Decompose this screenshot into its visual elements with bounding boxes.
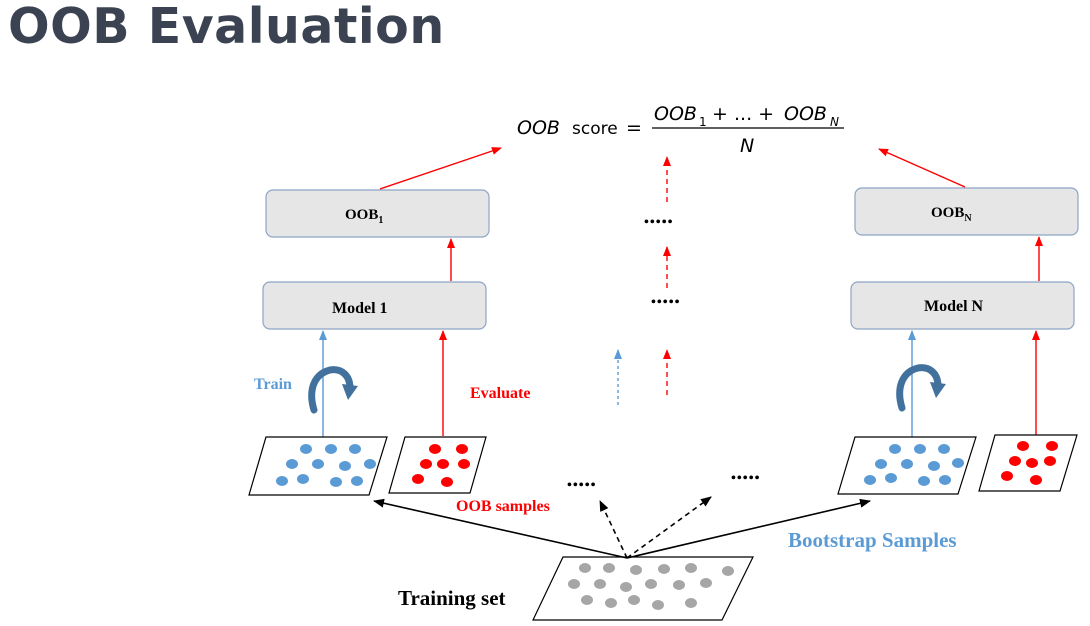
oob-score-formula: OOB score = OOB 1 + ... + OOB N N — [517, 103, 844, 157]
oob-box-right-sub: N — [964, 213, 972, 224]
formula-oob-label: OOB — [517, 117, 560, 139]
ellipsis-samples-right: ••••• — [731, 471, 761, 486]
oob-box-right: OOBN — [854, 187, 1079, 236]
oob-sample-right — [978, 434, 1078, 492]
training-set-sample — [532, 556, 754, 621]
oob-box-left-label: OOB — [345, 207, 378, 223]
arrow-to-bootstrap-left — [373, 498, 628, 559]
formula-score-word: score — [572, 119, 618, 139]
oob-samples-label: OOB samples — [456, 498, 550, 515]
ellipsis-oob-row: ••••• — [644, 215, 674, 230]
page-title: OOB Evaluation — [8, 0, 445, 55]
ellipsis-samples-left: ••••• — [567, 478, 597, 493]
formula-numerator-sub1: 1 — [699, 115, 707, 129]
dashed-arrow-left — [599, 500, 628, 559]
formula-numerator-oobn: OOB — [784, 103, 827, 125]
oob-box-left: OOB1 — [265, 189, 490, 238]
arrow-oob1-to-score — [379, 147, 502, 190]
oob-box-left-sub: 1 — [378, 215, 383, 226]
middle-dashed-arrows — [614, 156, 671, 405]
evaluation-arrows — [379, 147, 1043, 436]
bootstrap-samples-label: Bootstrap Samples — [788, 528, 957, 552]
model-box-left: Model 1 — [262, 281, 487, 330]
rotate-arrow-icon — [308, 366, 358, 414]
svg-text:OOBN: OOBN — [931, 205, 972, 224]
formula-numerator-subn: N — [830, 115, 839, 129]
svg-text:OOB1: OOB1 — [345, 207, 383, 226]
model-box-right-label: Model N — [924, 298, 984, 315]
formula-numerator-oob1: OOB — [654, 103, 697, 125]
evaluate-label: Evaluate — [470, 385, 530, 402]
train-label: Train — [254, 376, 292, 393]
formula-equals: = — [626, 117, 642, 139]
arrow-to-bootstrap-right — [626, 498, 871, 559]
ellipsis-model-row: ••••• — [651, 295, 681, 310]
sampling-arrows — [373, 496, 871, 559]
bootstrap-sample-right — [837, 436, 977, 495]
rotate-arrow-icon — [896, 364, 946, 412]
oob-sample-left — [388, 436, 487, 494]
bootstrap-sample-left — [248, 436, 388, 496]
arrow-oobn-to-score — [878, 148, 966, 188]
oob-box-right-label: OOB — [931, 205, 964, 221]
formula-denominator: N — [740, 135, 754, 157]
formula-numerator-mid: + ... + — [706, 103, 780, 125]
model-box-right: Model N — [850, 281, 1075, 330]
training-set-label: Training set — [398, 586, 506, 610]
train-arrows — [319, 330, 916, 437]
model-box-left-label: Model 1 — [332, 300, 388, 317]
